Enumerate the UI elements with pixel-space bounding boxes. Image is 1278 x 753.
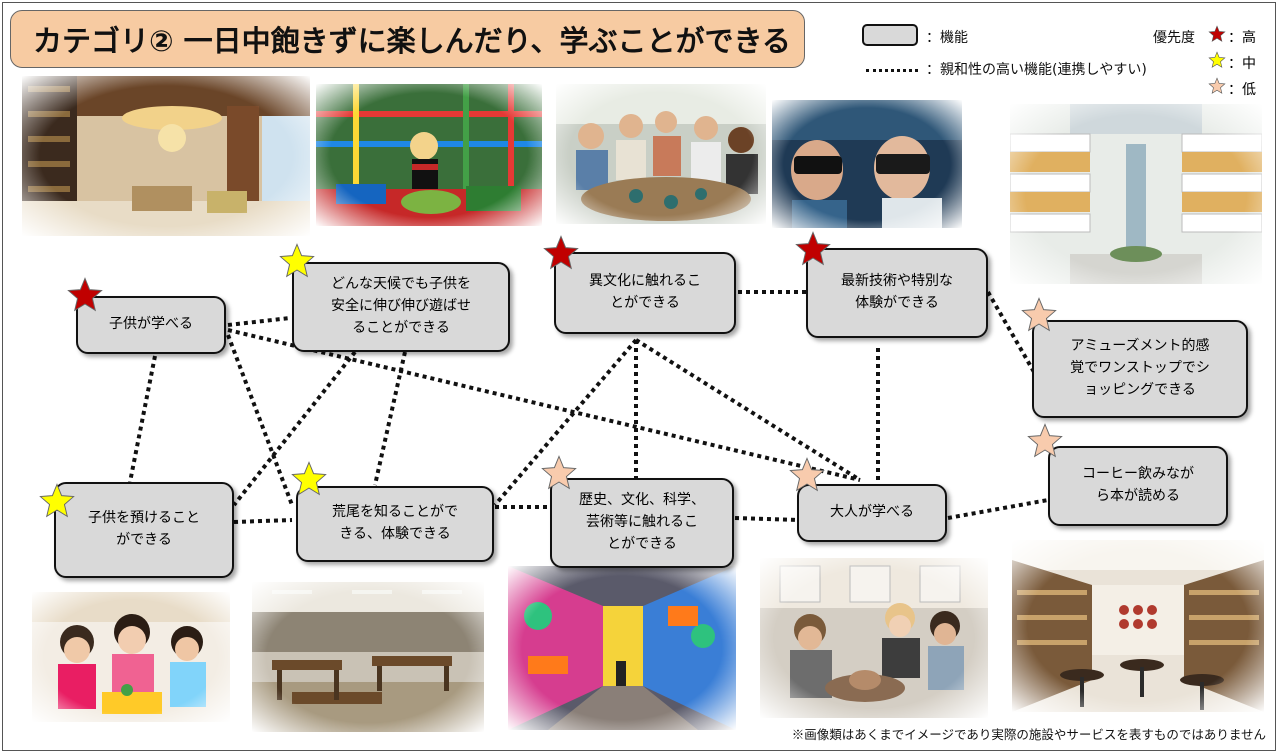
library-lounge-photo (22, 76, 310, 236)
graffiti-alley-photo (508, 566, 736, 730)
legend-link-label: ：親和性の高い機能(連携しやすい) (926, 62, 1147, 78)
star-icon-mid (291, 461, 327, 496)
node-tech: 最新技術や特別な 体験ができる (806, 248, 988, 338)
star-icon-low (1208, 77, 1226, 94)
star-icon-mid (279, 243, 315, 278)
node-history: 歴史、文化、科学、 芸術等に触れるこ とができる (550, 478, 734, 568)
node-kids-learn: 子供が学べる (76, 296, 226, 354)
star-icon-mid (39, 483, 75, 518)
legend-priority-mid-label: ：中 (1228, 56, 1256, 72)
legend-priority-title: 優先度 (1153, 30, 1195, 46)
legend-priority-low-label: ：低 (1228, 82, 1256, 98)
indoor-playground-photo (316, 84, 542, 226)
book-cafe-photo (1012, 540, 1264, 712)
node-coffee: コーヒー飲みなが ら本が読める (1048, 446, 1228, 526)
star-icon-high (1208, 25, 1226, 42)
star-icon-high (67, 277, 103, 312)
vr-experience-photo (772, 100, 962, 228)
node-arao: 荒尾を知ることがで きる、体験できる (296, 486, 494, 562)
legend-function-swatch (862, 24, 918, 46)
star-icon-low (1021, 297, 1057, 332)
workshop-photo (252, 582, 484, 732)
node-childcare: 子供を預けること ができる (54, 482, 234, 578)
multicultural-gathering-photo (556, 84, 766, 224)
childcare-photo (32, 592, 230, 722)
pottery-class-photo (760, 558, 988, 718)
legend-function-label: ：機能 (926, 30, 968, 46)
node-adults: 大人が学べる (797, 484, 947, 542)
star-icon-high (543, 235, 579, 270)
page-title: カテゴリ② 一日中飽きずに楽しんだり、学ぶことができる (10, 10, 805, 68)
star-icon-low (541, 455, 577, 490)
star-icon-high (795, 231, 831, 266)
legend-priority-high-label: ：高 (1228, 30, 1256, 46)
star-icon-low (1027, 423, 1063, 458)
star-icon-low (789, 457, 825, 492)
legend-link-line (866, 69, 918, 72)
shopping-mall-photo (1010, 104, 1262, 284)
footnote: ※画像類はあくまでイメージであり実際の施設やサービスを表すものではありません (791, 727, 1266, 742)
star-icon-mid (1208, 51, 1226, 68)
node-kids-play: どんな天候でも子供を 安全に伸び伸び遊ばせ ることができる (292, 262, 510, 352)
node-shopping: アミューズメント的感 覚でワンストップでシ ョッピングできる (1032, 320, 1248, 418)
node-culture: 異文化に触れるこ とができる (554, 252, 736, 334)
